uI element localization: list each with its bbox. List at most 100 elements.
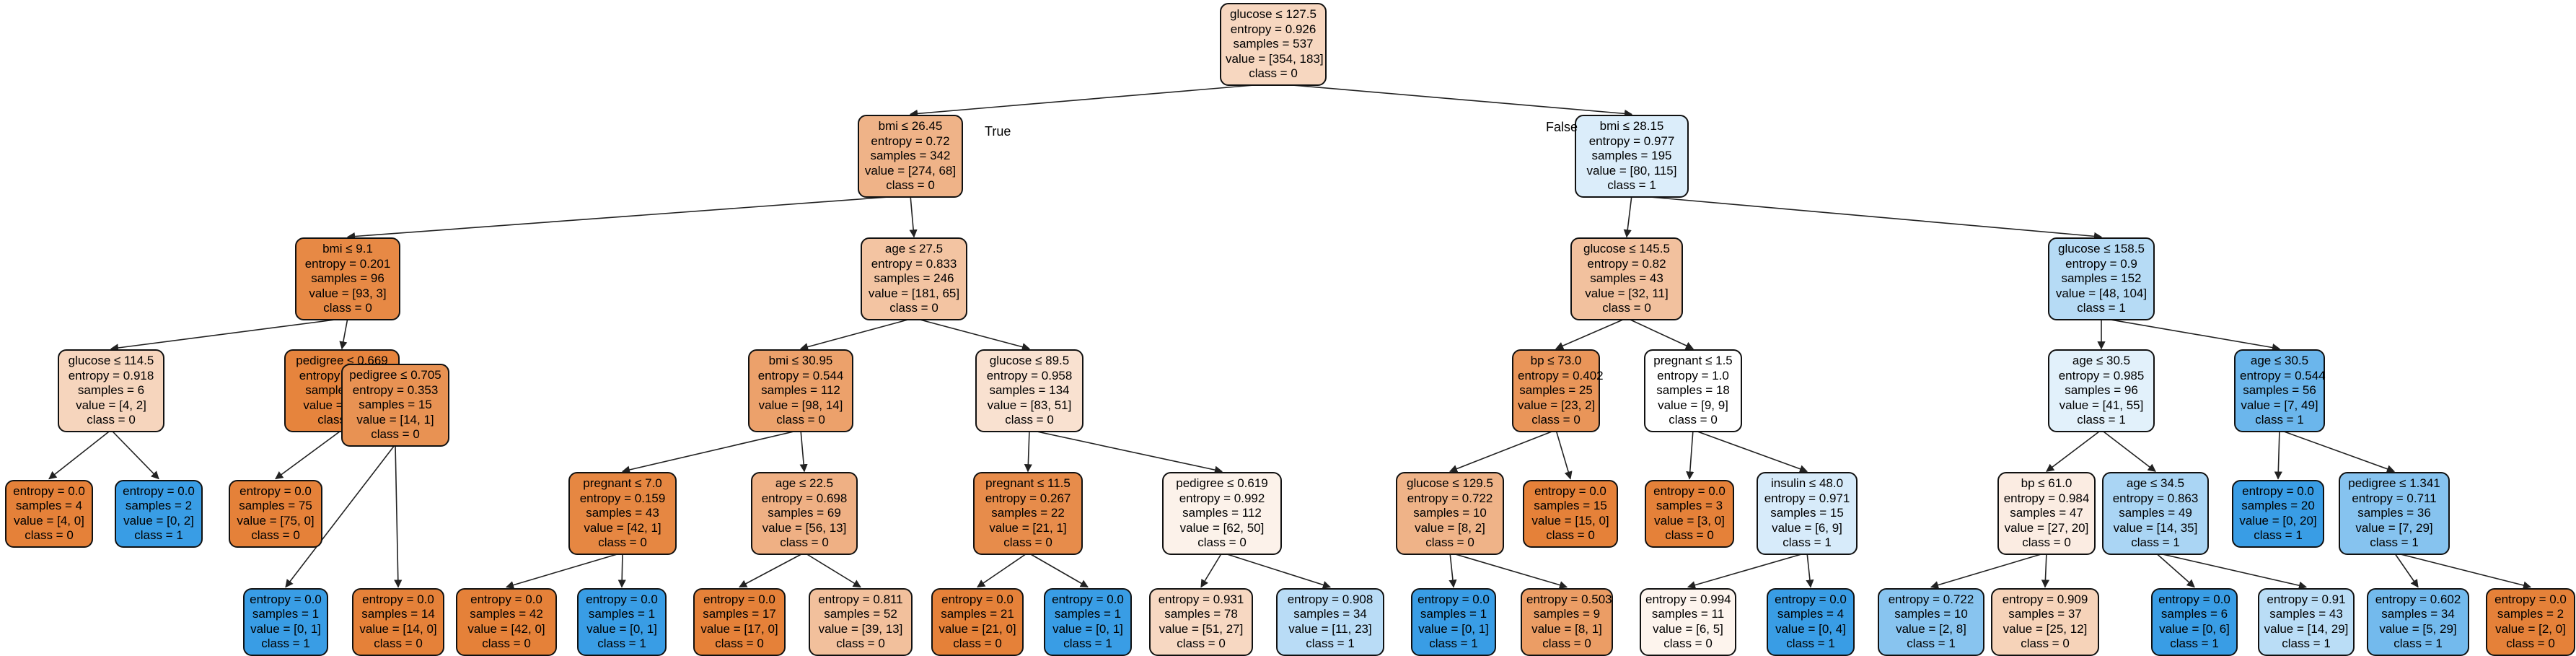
node-text-line: samples = 43 [2269, 607, 2343, 621]
node-text-line: value = [14, 1] [356, 412, 434, 427]
node-text-line: samples = 21 [941, 607, 1014, 621]
node-text-line: entropy = 0.833 [871, 256, 957, 271]
node-text-line: entropy = 0.544 [2240, 368, 2326, 382]
node-text-line: age ≤ 30.5 [2250, 354, 2309, 368]
node-text-line: samples = 36 [2357, 506, 2431, 520]
node-text-line: class = 0 [886, 178, 935, 193]
node-text-line: entropy = 0.9 [2065, 256, 2137, 271]
node-text-line: class = 0 [1003, 535, 1052, 550]
node-text-line: entropy = 0.267 [985, 491, 1071, 505]
node-text-line: entropy = 0.698 [761, 491, 848, 505]
node-text-line: value = [15, 0] [1531, 513, 1609, 528]
node-text-line: entropy = 0.985 [2058, 368, 2145, 382]
tree-edge [2155, 551, 2308, 590]
node-text-line: value = [0, 6] [2159, 621, 2230, 636]
node-text-line: samples = 9 [1533, 607, 1601, 621]
node-text-line: entropy = 0.909 [2002, 592, 2088, 606]
tree-edge [2101, 429, 2156, 472]
node-text-line: entropy = 0.0 [362, 592, 434, 606]
tree-edge [2046, 429, 2102, 472]
node-text-line: value = [51, 27] [1159, 621, 1244, 636]
node-text-line: entropy = 0.0 [2242, 484, 2314, 498]
tree-edge [2101, 317, 2281, 352]
node-text-line: samples = 10 [1894, 607, 1968, 621]
node-text-line: class = 1 [1306, 637, 1355, 650]
node-text-line: value = [8, 1] [1531, 621, 1602, 636]
node-text-line: value = [7, 29] [2355, 520, 2433, 535]
tree-edge [1449, 429, 1557, 473]
node-text-line: value = [0, 1] [1418, 621, 1489, 636]
node-text-line: samples = 14 [361, 607, 435, 621]
node-text-line: class = 0 [2021, 637, 2070, 650]
node-text-line: class = 1 [597, 637, 646, 650]
tree-edge [394, 444, 403, 588]
node-text-line: class = 0 [1177, 637, 1226, 650]
node-text-line: class = 1 [2393, 637, 2443, 650]
node-text-line: age ≤ 30.5 [2072, 354, 2131, 368]
tree-edge [1449, 552, 1457, 588]
tree-edge [2279, 429, 2396, 473]
node-text-line: value = [32, 11] [1585, 286, 1669, 300]
node-text-line: entropy = 0.82 [1587, 256, 1666, 271]
tree-edge [1806, 552, 1814, 588]
node-text-line: entropy = 0.918 [68, 368, 154, 382]
node-text-line: samples = 22 [991, 506, 1065, 520]
tree-edge [909, 195, 918, 238]
node-text-line: bp ≤ 61.0 [2021, 476, 2072, 491]
edge-label-false: False [1546, 120, 1578, 134]
node-text-line: pedigree ≤ 0.705 [349, 368, 441, 382]
node-text-line: entropy = 0.811 [818, 592, 903, 606]
node-text-line: entropy = 0.722 [1888, 592, 1974, 606]
tree-edge [1200, 552, 1223, 588]
tree-edge [339, 318, 348, 350]
node-text-line: samples = 96 [311, 271, 384, 286]
node-text-line: value = [62, 50] [1179, 520, 1265, 535]
tree-edge [909, 82, 1274, 118]
node-text-line: class = 1 [1782, 535, 1832, 550]
tree-edge [275, 429, 343, 480]
node-text-line: entropy = 0.0 [239, 484, 312, 498]
node-text-line: entropy = 0.711 [2352, 491, 2437, 505]
node-text-line: class = 0 [836, 637, 885, 650]
node-text-line: class = 1 [2131, 535, 2180, 550]
tree-edge [799, 429, 808, 473]
node-text-line: pregnant ≤ 1.5 [1653, 354, 1733, 368]
node-text-line: entropy = 0.926 [1230, 22, 1316, 36]
node-text-line: glucose ≤ 114.5 [68, 354, 154, 368]
node-text-line: value = [93, 3] [309, 286, 387, 300]
node-text-line: glucose ≤ 129.5 [1407, 476, 1493, 491]
node-text-line: class = 0 [1663, 637, 1713, 650]
node-text-line: entropy = 0.91 [2267, 592, 2346, 606]
node-text-line: entropy = 0.977 [1588, 134, 1675, 148]
node-text-line: entropy = 0.992 [1179, 491, 1265, 505]
node-text-line: value = [354, 183] [1226, 51, 1324, 66]
node-text-line: class = 0 [776, 413, 825, 427]
node-text-line: samples = 96 [2065, 383, 2138, 398]
node-text-line: class = 1 [2255, 413, 2304, 427]
node-text-line: entropy = 0.984 [2003, 491, 2090, 505]
node-text-line: class = 1 [2077, 413, 2126, 427]
tree-edge [1626, 318, 1694, 350]
node-text-line: class = 0 [2022, 535, 2071, 550]
node-text-line: class = 0 [1531, 413, 1581, 427]
node-text-line: samples = 342 [870, 149, 951, 163]
node-text-line: bp ≤ 73.0 [1530, 354, 1582, 368]
